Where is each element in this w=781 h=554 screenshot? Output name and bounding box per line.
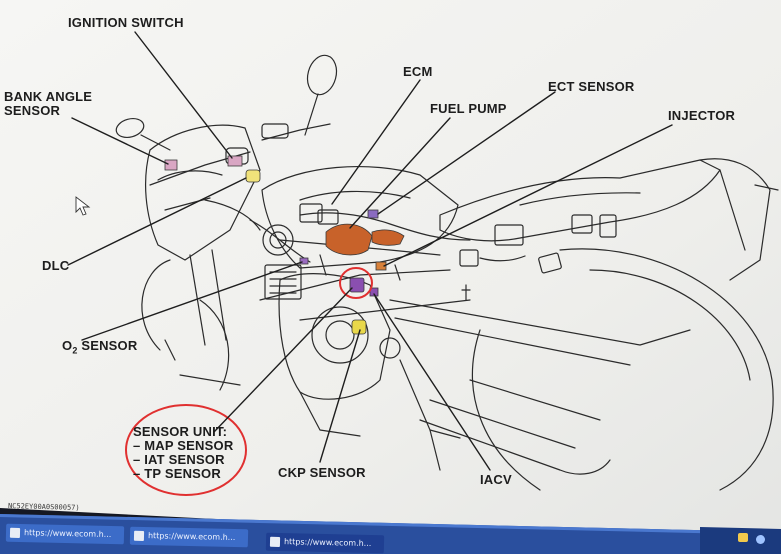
label-iacv: IACV <box>480 472 512 487</box>
taskbar-button-label: https://www.ecom.h... <box>23 528 112 540</box>
leader-sensor-unit <box>213 287 353 433</box>
fuel-line-part <box>371 229 405 246</box>
taskbar-button-2[interactable]: https://www.ecom.h... <box>129 526 249 548</box>
label-sensor-unit: SENSOR UNIT: – MAP SENSOR – IAT SENSOR –… <box>133 424 234 481</box>
leader-lines <box>67 31 673 471</box>
label-dlc: DLC <box>42 258 70 273</box>
browser-window-icon <box>269 536 281 547</box>
leader-ecm <box>331 79 421 205</box>
leader-bank-angle <box>71 117 169 165</box>
label-o2-sensor: O2 SENSOR <box>62 338 137 356</box>
taskbar-button-label: https://www.ecom.h... <box>147 531 236 543</box>
taskbar-button-3[interactable]: https://www.ecom.h... <box>265 532 385 554</box>
injector-part <box>375 261 387 271</box>
taskbar-button-label: https://www.ecom.h... <box>283 537 372 549</box>
bank-angle-sensor-part <box>164 159 178 171</box>
label-fuel-pump: FUEL PUMP <box>430 101 507 116</box>
label-ect-sensor: ECT SENSOR <box>548 79 635 94</box>
o2-rest: SENSOR <box>77 338 138 353</box>
red-annotation-circles <box>125 267 373 496</box>
leader-ect-sensor <box>377 91 556 215</box>
o2-subscript: 2 <box>72 345 78 356</box>
leader-o2-sensor <box>81 261 303 341</box>
label-bank-angle-sensor: BANK ANGLE SENSOR <box>4 89 93 118</box>
browser-window-icon <box>9 527 21 538</box>
leader-ignition-switch <box>134 31 233 159</box>
sensor-unit-label-circle <box>125 404 247 496</box>
label-ecm: ECM <box>403 64 433 79</box>
leader-iacv <box>373 293 491 471</box>
label-ckp-sensor: CKP SENSOR <box>278 465 366 480</box>
motorcycle-drawing <box>115 54 779 491</box>
system-tray-icon[interactable] <box>738 533 748 542</box>
highlighted-components <box>164 155 405 335</box>
network-tray-icon[interactable] <box>756 535 765 544</box>
leader-ckp-sensor <box>319 329 361 463</box>
sensor-unit-part <box>349 277 365 293</box>
label-ignition-switch: IGNITION SWITCH <box>68 15 184 30</box>
sensor-unit-circle <box>339 267 373 299</box>
fuel-pump-part <box>325 223 373 256</box>
o2-sensor-part <box>299 257 309 265</box>
leader-injector <box>383 124 673 267</box>
browser-window-icon <box>133 530 145 541</box>
ignition-switch-part <box>227 155 243 167</box>
leader-fuel-pump <box>349 117 451 229</box>
o2-letter: O <box>62 338 73 353</box>
mouse-cursor-icon <box>75 196 91 216</box>
label-injector: INJECTOR <box>668 108 736 123</box>
taskbar-button-1[interactable]: https://www.ecom.h... <box>5 523 125 545</box>
dlc-part <box>245 169 261 183</box>
leader-dlc <box>67 177 247 266</box>
